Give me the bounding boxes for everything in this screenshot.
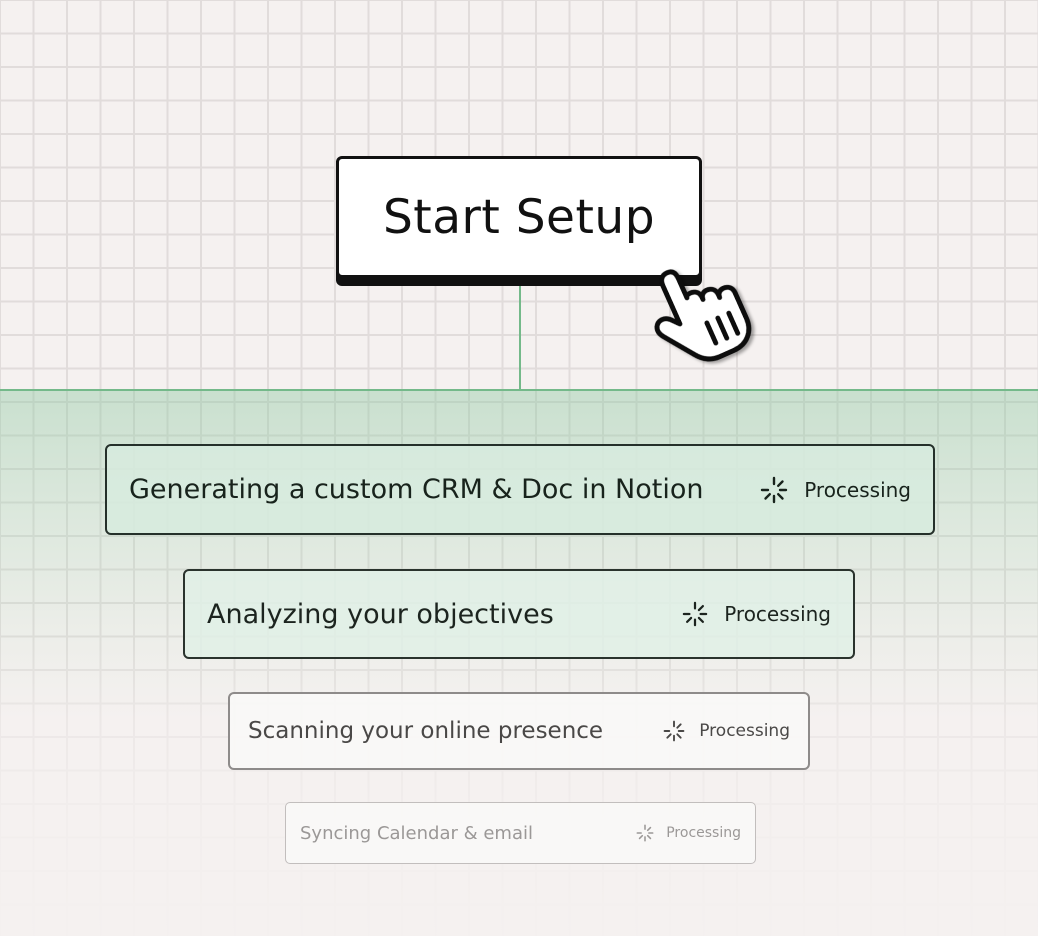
step-analyze-objectives: Analyzing your objectives Processing <box>183 569 855 659</box>
hand-pointer-icon <box>654 269 752 362</box>
start-setup-label: Start Setup <box>382 189 656 245</box>
status-indicator: Processing <box>760 476 911 504</box>
status-indicator: Processing <box>663 720 790 742</box>
green-divider-line <box>0 389 1038 391</box>
status-indicator: Processing <box>636 824 741 842</box>
step-label: Syncing Calendar & email <box>300 822 533 844</box>
step-generate-crm: Generating a custom CRM & Doc in Notion … <box>105 444 935 535</box>
spinner-icon <box>761 476 788 503</box>
spinner-icon <box>636 824 654 842</box>
status-text: Processing <box>804 477 911 502</box>
step-label: Analyzing your objectives <box>207 598 554 630</box>
connector-line <box>519 284 521 390</box>
status-text: Processing <box>666 825 741 841</box>
step-label: Scanning your online presence <box>248 718 604 744</box>
step-scan-presence: Scanning your online presence Processing <box>228 692 810 770</box>
spinner-icon <box>682 601 708 627</box>
status-text: Processing <box>699 721 790 741</box>
step-label: Generating a custom CRM & Doc in Notion <box>129 474 704 505</box>
start-setup-button[interactable]: Start Setup <box>336 156 702 278</box>
spinner-icon <box>663 720 685 742</box>
status-text: Processing <box>724 602 831 626</box>
status-indicator: Processing <box>682 601 831 627</box>
step-sync-calendar: Syncing Calendar & email Processing <box>285 802 756 864</box>
